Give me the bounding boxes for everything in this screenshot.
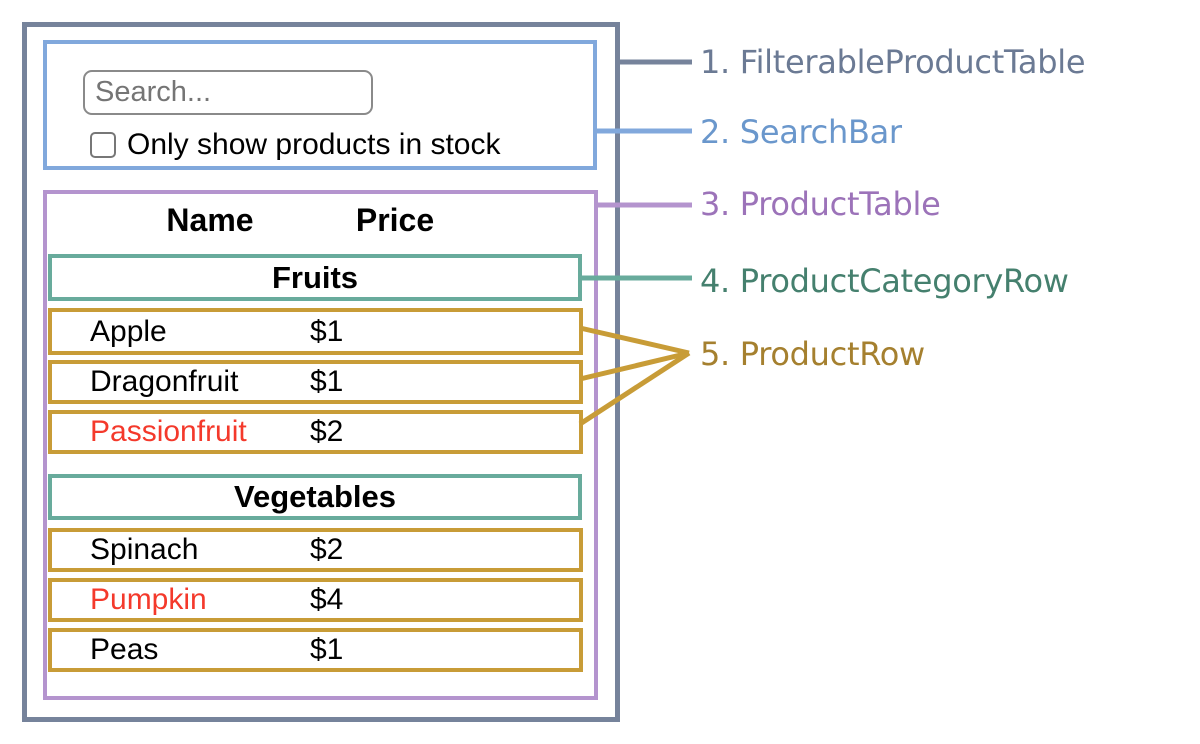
product-price: $1 [310,365,344,398]
product-price: $4 [310,583,344,616]
category-label: Vegetables [234,479,396,514]
product-name: Spinach [90,533,199,566]
product-row-passionfruit: Passionfruit $2 [48,410,583,454]
product-row-spinach: Spinach $2 [48,528,583,572]
product-name: Pumpkin [90,583,207,616]
search-bar-box: Only show products in stock [43,40,597,170]
product-name: Dragonfruit [90,365,239,398]
legend-search-bar: 2. SearchBar [700,113,902,151]
product-price: $1 [310,314,344,348]
product-row-pumpkin: Pumpkin $4 [48,578,583,622]
product-category-row-fruits: Fruits [48,254,582,301]
in-stock-checkbox[interactable] [90,132,116,158]
product-name: Peas [90,633,159,666]
legend-filterable-product-table: 1. FilterableProductTable [700,43,1086,81]
search-input[interactable] [83,70,373,115]
in-stock-checkbox-label: Only show products in stock [127,128,501,161]
product-table-box: Name Price Fruits Apple $1 Dragonfruit $… [43,190,598,700]
price-column-header: Price [355,202,435,238]
product-name: Passionfruit [90,415,247,448]
product-row-apple: Apple $1 [48,308,583,355]
product-name: Apple [90,314,167,348]
product-price: $2 [310,533,344,566]
legend-product-row: 5. ProductRow [700,335,925,373]
product-row-peas: Peas $1 [48,628,583,672]
product-price: $1 [310,633,344,666]
category-label: Fruits [271,259,359,295]
legend-product-table: 3. ProductTable [700,185,941,223]
product-category-row-vegetables: Vegetables [48,474,582,520]
name-column-header: Name [166,202,254,238]
product-price: $2 [310,415,344,448]
product-row-dragonfruit: Dragonfruit $1 [48,360,583,404]
legend-product-category-row: 4. ProductCategoryRow [700,262,1069,300]
